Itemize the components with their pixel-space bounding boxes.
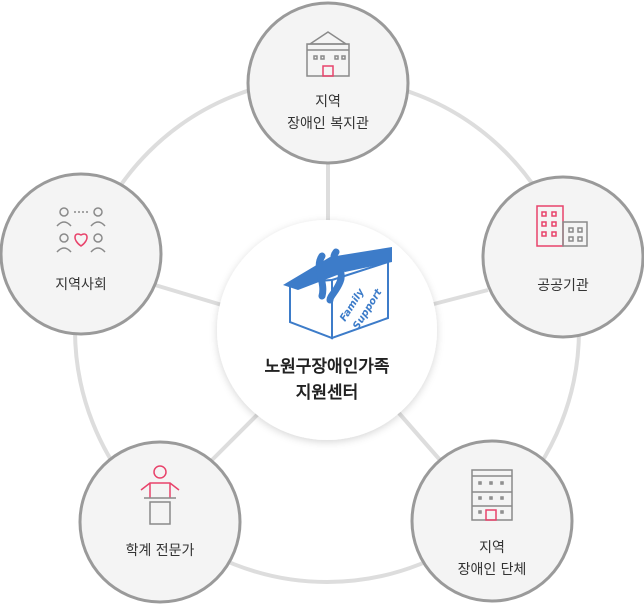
node-label-line2: 장애인 단체 bbox=[458, 562, 527, 578]
node-disability-group: 지역 장애인 단체 bbox=[410, 439, 574, 603]
logo-roof-right bbox=[330, 247, 392, 272]
node-label-line1: 공공기관 bbox=[537, 278, 589, 294]
center-node: Family Support 노원구장애인가족 지원센터 bbox=[217, 220, 437, 440]
node-label-line1: 지역사회 bbox=[55, 277, 107, 293]
logo-fs-mark bbox=[315, 248, 345, 304]
spokes bbox=[154, 160, 489, 462]
node-community: 지역사회 bbox=[0, 172, 163, 336]
spoke-left bbox=[154, 283, 223, 307]
community-people-heart-icon bbox=[56, 207, 106, 253]
node-circle bbox=[481, 175, 644, 339]
apartment-building-icon bbox=[471, 469, 513, 521]
family-support-logo: Family Support bbox=[283, 247, 392, 340]
node-public-institution: 공공기관 bbox=[481, 175, 644, 339]
office-building-icon bbox=[536, 205, 588, 247]
node-circle bbox=[78, 440, 242, 604]
lecturer-podium-icon bbox=[140, 465, 180, 525]
spoke-bottom-left bbox=[210, 410, 262, 462]
node-label-line2: 장애인 복지관 bbox=[287, 116, 369, 132]
node-academic-expert: 학계 전문가 bbox=[78, 440, 242, 604]
spoke-bottom-right bbox=[396, 410, 442, 462]
node-circle bbox=[246, 1, 410, 165]
center-title-line2: 지원센터 bbox=[296, 383, 359, 403]
node-label-line1: 학계 전문가 bbox=[126, 543, 195, 559]
center-title-line1: 노원구장애인가족 bbox=[264, 357, 389, 377]
node-label-line1: 지역 bbox=[479, 540, 505, 556]
node-circle bbox=[0, 172, 163, 336]
node-circle bbox=[410, 439, 574, 603]
spoke-right bbox=[429, 288, 489, 307]
house-icon bbox=[306, 31, 350, 77]
logo-roof bbox=[283, 257, 345, 290]
node-welfare-center: 지역 장애인 복지관 bbox=[246, 1, 410, 165]
node-label-line1: 지역 bbox=[315, 94, 341, 110]
